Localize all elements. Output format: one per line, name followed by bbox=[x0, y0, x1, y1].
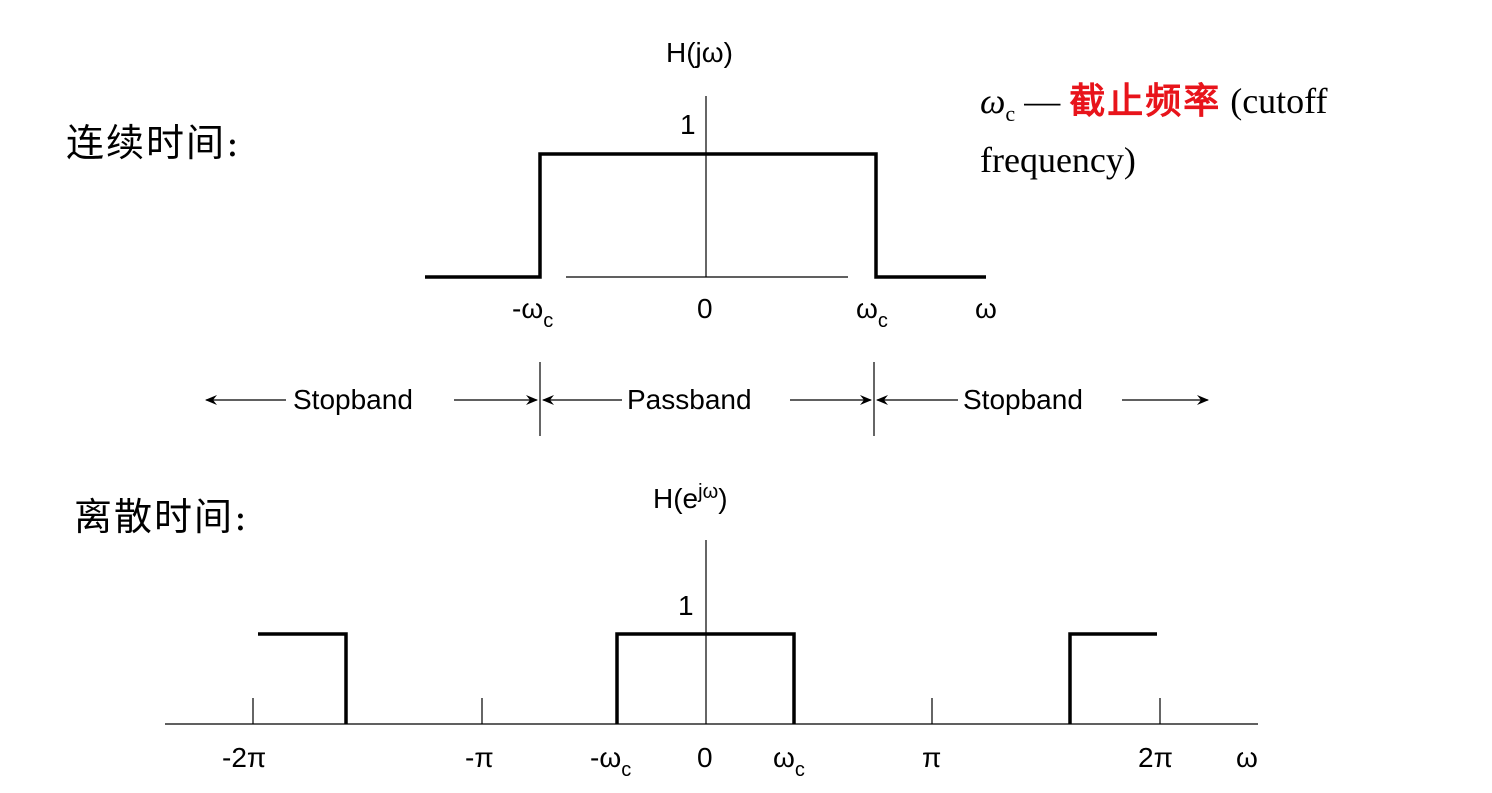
discrete-y-title: H(ejω) bbox=[653, 481, 728, 514]
label-neg-pi: -π bbox=[465, 742, 494, 773]
stopband-left-label: Stopband bbox=[293, 384, 413, 415]
passband-label: Passband bbox=[627, 384, 752, 415]
discrete-response-center-period bbox=[615, 632, 796, 724]
cutoff-term-cn: 截止频率 bbox=[1069, 80, 1222, 122]
continuous-time-label: 连续时间: bbox=[66, 121, 241, 165]
continuous-axis-omega-label: ω bbox=[975, 293, 997, 324]
band-annotation: Stopband Passband Stopband bbox=[205, 362, 1209, 436]
cutoff-symbol: ωc bbox=[980, 81, 1016, 127]
continuous-ideal-lowpass-response bbox=[425, 152, 986, 279]
continuous-neg-cutoff-label: -ωc bbox=[512, 293, 553, 332]
discrete-time-label: 离散时间: bbox=[74, 495, 249, 539]
continuous-y-title: H(jω) bbox=[666, 37, 733, 68]
label-zero: 0 bbox=[697, 742, 713, 773]
cutoff-frequency-note: ωc — 截止频率 (cutoff frequency) bbox=[980, 78, 1328, 183]
label-neg-two-pi: -2π bbox=[222, 742, 266, 773]
discrete-axis-omega-label: ω bbox=[1236, 742, 1258, 773]
discrete-level-one: 1 bbox=[678, 590, 694, 621]
discrete-response-left-period bbox=[258, 632, 348, 724]
discrete-plot: H(ejω) 1 -2π -π -ωc 0 ωc π 2π ω bbox=[165, 481, 1258, 781]
note-dash: — bbox=[1015, 81, 1070, 121]
cutoff-term-en-2: frequency) bbox=[980, 140, 1136, 181]
continuous-plot: H(jω) 1 -ωc 0 ωc ω bbox=[425, 37, 997, 332]
continuous-pos-cutoff-label: ωc bbox=[856, 293, 888, 332]
continuous-zero-label: 0 bbox=[697, 293, 713, 324]
label-pi: π bbox=[922, 742, 941, 773]
cutoff-term-en-1: (cutoff bbox=[1221, 81, 1328, 121]
stopband-right-label: Stopband bbox=[963, 384, 1083, 415]
label-two-pi: 2π bbox=[1138, 742, 1173, 773]
label-pos-cutoff: ωc bbox=[773, 742, 805, 781]
label-neg-cutoff: -ωc bbox=[590, 742, 631, 781]
discrete-response-right-period bbox=[1068, 632, 1157, 724]
continuous-level-one: 1 bbox=[680, 109, 696, 140]
